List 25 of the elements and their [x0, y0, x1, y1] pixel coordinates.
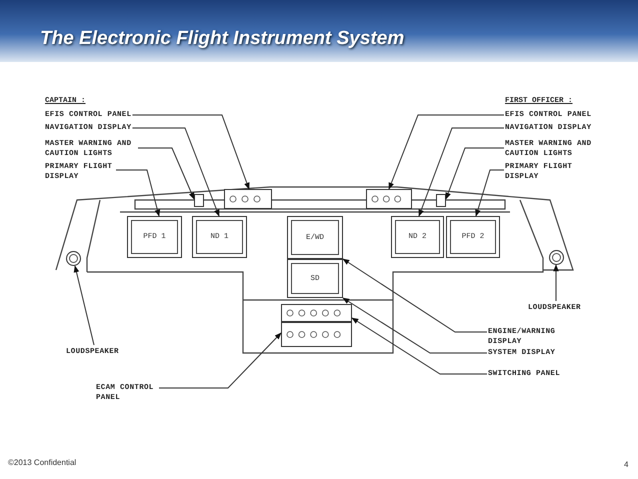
copyright-note: ©2013 Confidential [8, 458, 76, 467]
control-panel [194, 194, 204, 207]
leader-line [475, 170, 504, 217]
control-panel [224, 189, 272, 209]
leader-line [446, 148, 504, 200]
leader-line [158, 332, 282, 388]
leader-line [138, 148, 194, 200]
leader-line [132, 128, 220, 217]
leader-line [132, 114, 250, 190]
leader-line [116, 170, 160, 217]
leader-line [351, 318, 488, 374]
leader-line [342, 258, 488, 332]
control-panel [281, 304, 352, 322]
leader-line [418, 128, 504, 217]
control-panel [436, 194, 446, 207]
loudspeaker [66, 251, 81, 266]
control-panel [366, 189, 412, 209]
control-panel [281, 322, 352, 347]
leader-line [388, 114, 504, 190]
leader-line [74, 265, 94, 346]
slide-title: The Electronic Flight Instrument System [40, 28, 404, 50]
leader-line [342, 298, 488, 354]
leader-line [553, 264, 559, 302]
page-number: 4 [624, 460, 628, 469]
loudspeaker [549, 250, 564, 265]
